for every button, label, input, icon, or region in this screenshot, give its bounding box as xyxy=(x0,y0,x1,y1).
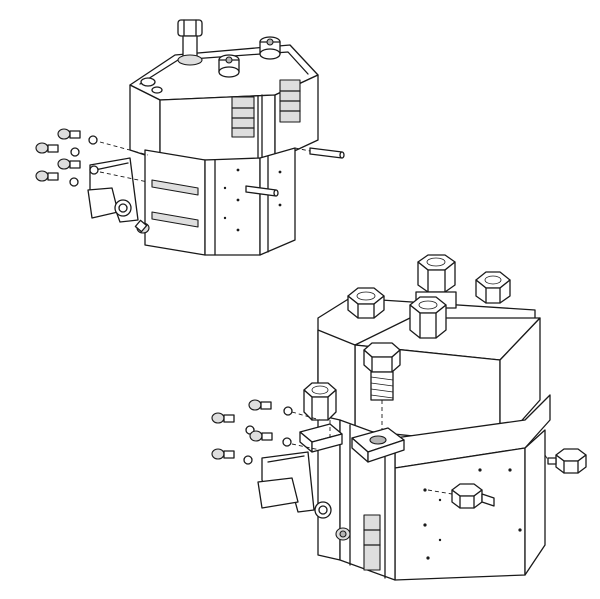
large-hex-bolt xyxy=(363,342,401,401)
small-terminal-block-left xyxy=(231,96,255,138)
large-clip xyxy=(363,514,381,571)
large-mounting-bracket xyxy=(257,451,315,513)
small-stud-terminal-large xyxy=(177,19,203,66)
large-nut-top-center xyxy=(415,254,457,309)
large-screw-row1 xyxy=(248,399,293,416)
small-bottom-screw xyxy=(134,219,150,234)
large-screw-row2 xyxy=(211,412,255,435)
large-nut-top-left xyxy=(347,287,385,319)
small-pin-front xyxy=(245,185,279,197)
large-spacer-right xyxy=(547,448,587,474)
small-screw-row2 xyxy=(35,142,80,157)
large-terminal-lug-left xyxy=(299,423,343,453)
small-contactor-view xyxy=(35,19,345,256)
large-washer-ring xyxy=(314,501,332,519)
small-contactor-body xyxy=(129,44,319,256)
small-pin-right xyxy=(309,147,345,159)
large-spacer-front xyxy=(451,483,495,509)
small-screw-row4 xyxy=(35,170,79,187)
small-screw-row3 xyxy=(57,158,99,175)
large-bottom-screw xyxy=(335,527,351,541)
small-stud-terminal-right xyxy=(259,36,281,60)
large-terminal-lug-right xyxy=(351,427,405,463)
small-nut-side xyxy=(140,77,163,94)
small-screw-row1 xyxy=(57,128,98,145)
small-stud-terminal-mid xyxy=(218,54,240,78)
large-nut-top-front xyxy=(409,296,447,339)
small-washer-ring xyxy=(114,199,132,217)
small-clip-slot-upper xyxy=(151,179,199,196)
large-screw-row3 xyxy=(249,430,292,447)
small-terminal-block-right xyxy=(279,79,301,123)
large-nut-top-right xyxy=(475,271,511,304)
large-contactor-view xyxy=(211,254,587,581)
large-screw-row4 xyxy=(211,448,253,465)
large-stud-nut-left xyxy=(303,382,337,421)
small-clip-slot-lower xyxy=(151,211,199,228)
